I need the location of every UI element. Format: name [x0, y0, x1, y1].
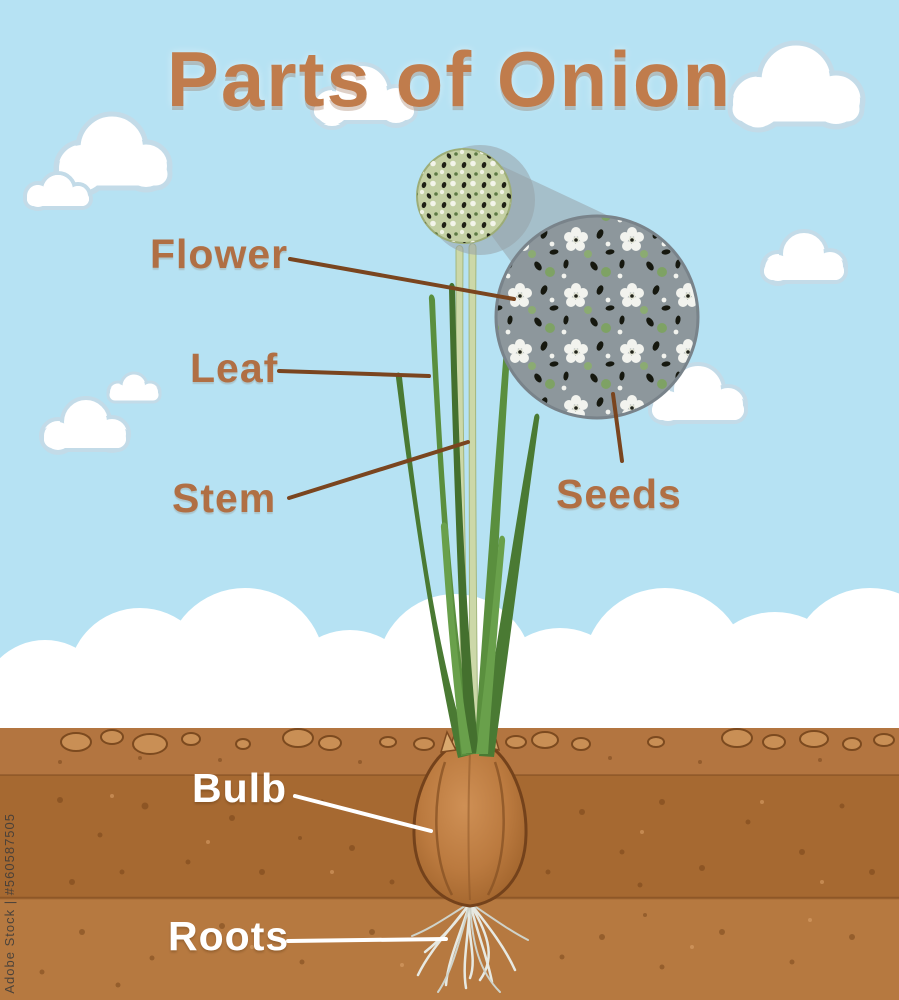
- label-bulb: Bulb: [192, 765, 288, 811]
- page-title: Parts of Onion: [166, 35, 733, 123]
- soil-speckles-dark: [39, 756, 875, 988]
- label-roots: Roots: [168, 913, 290, 959]
- clouds-upper: [23, 40, 866, 455]
- flower-head: [416, 148, 512, 244]
- soil-speckles-light: [110, 794, 824, 967]
- label-leaf: Leaf: [190, 345, 279, 391]
- soil-layer-bottom: [0, 898, 899, 1000]
- label-flower: Flower: [150, 231, 289, 277]
- stock-watermark: Adobe Stock | #560587505: [2, 813, 17, 994]
- leader-lines: [277, 257, 624, 943]
- leader-line-leaf: [277, 369, 431, 378]
- leader-line-flower: [288, 257, 516, 301]
- label-seeds: Seeds: [556, 471, 682, 517]
- leaf-blades: [395, 282, 540, 758]
- leader-line-bulb: [293, 794, 433, 833]
- leader-line-roots: [286, 937, 448, 943]
- magnifier-circle: [494, 214, 700, 420]
- label-stem: Stem: [172, 475, 277, 521]
- leader-line-seeds: [611, 392, 624, 463]
- leader-line-stem: [287, 440, 470, 500]
- roots: [411, 901, 529, 993]
- pebbles: [60, 728, 895, 755]
